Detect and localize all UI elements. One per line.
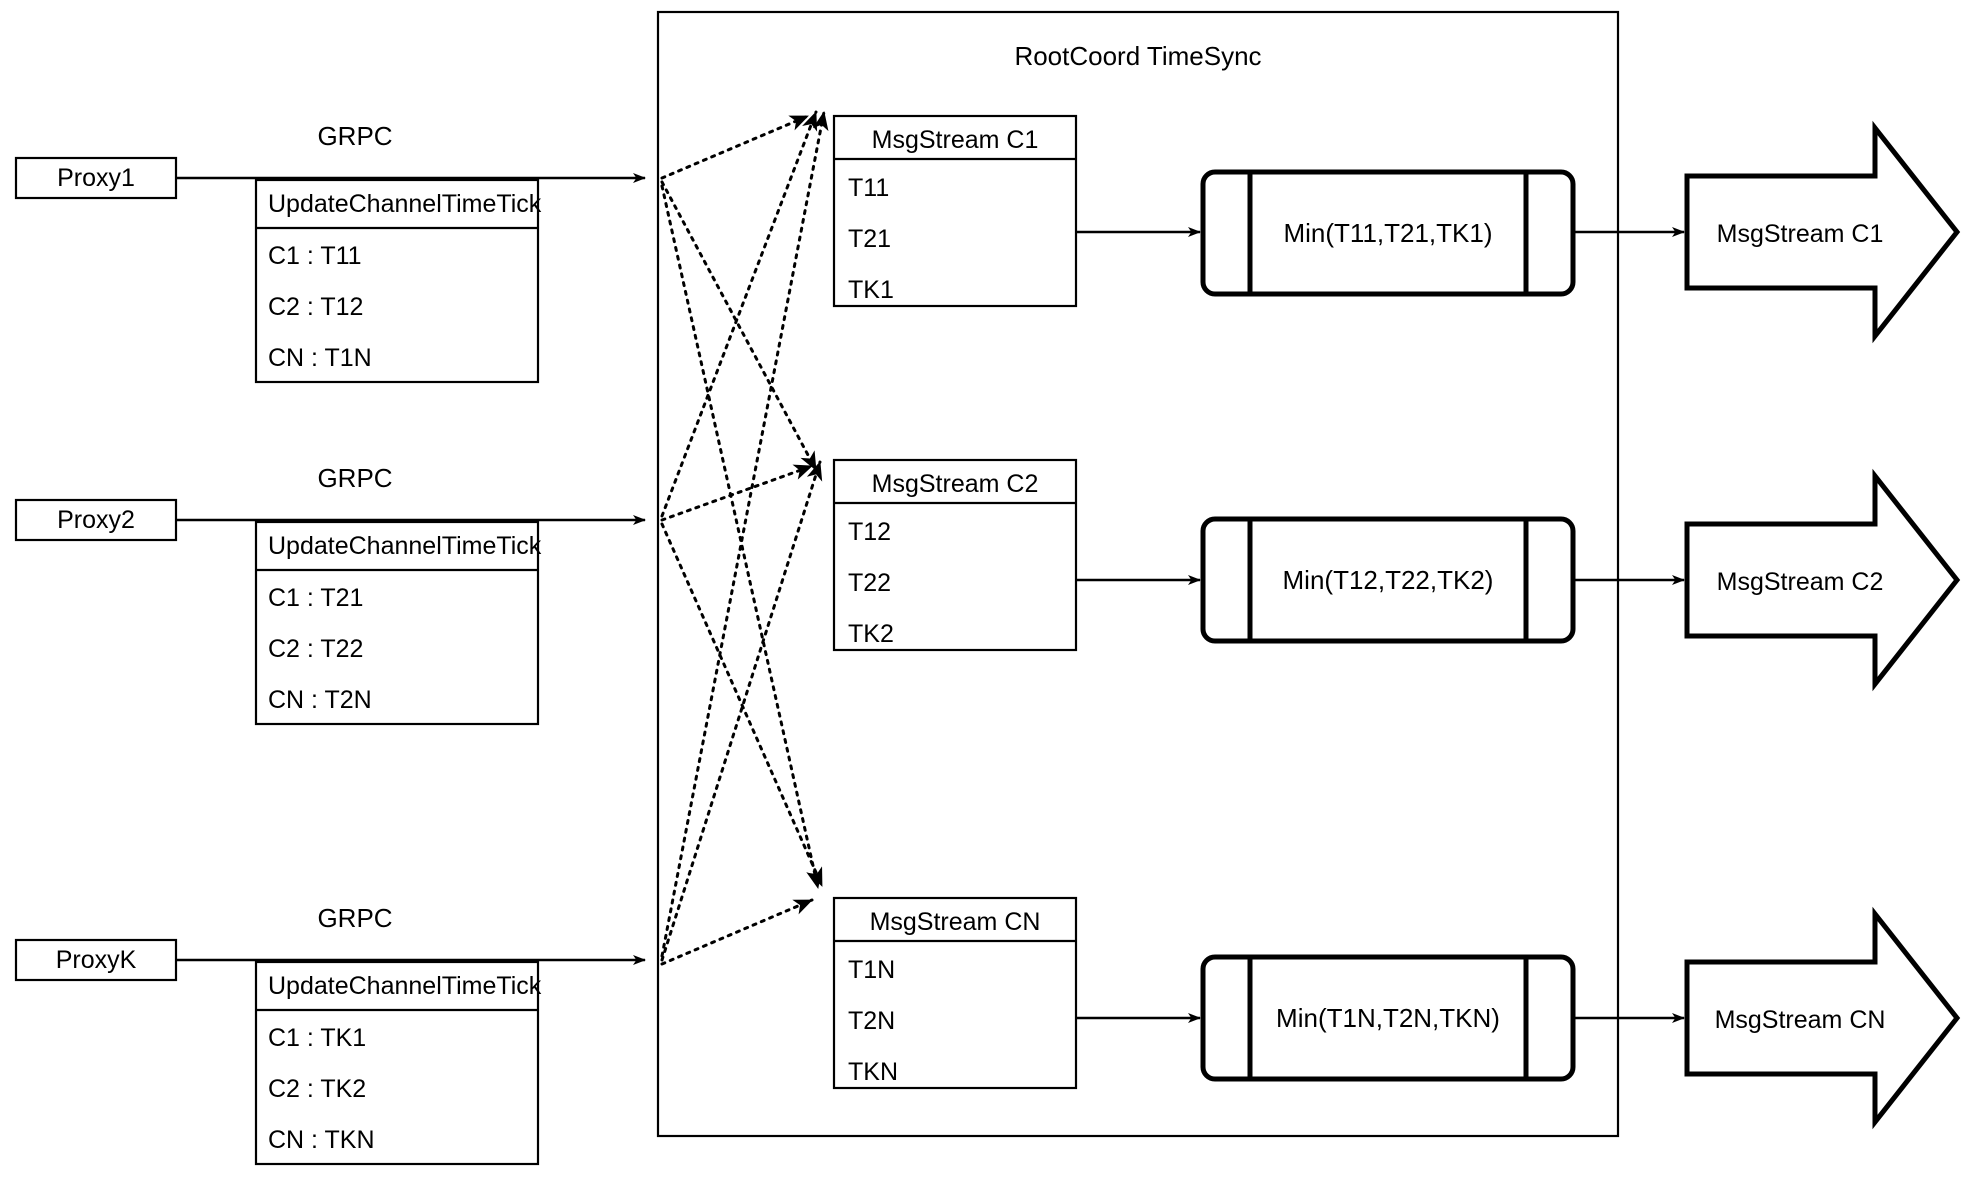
min-process-1: Min(T11,T21,TK1) <box>1200 169 1576 297</box>
proxy-label-2: Proxy2 <box>57 506 135 534</box>
output-arrow-3[interactable]: MsgStream CN <box>1684 906 1961 1130</box>
fanout-p3-c1 <box>660 110 829 958</box>
fanout-p3-cn <box>660 898 814 966</box>
proxy-group-1: Proxy1 GRPC UpdateChannelTimeTick C1 : T… <box>14 121 646 384</box>
request-header-2: UpdateChannelTimeTick <box>268 532 542 560</box>
proxy-box-1[interactable] <box>14 156 178 200</box>
update-channel-timetick-2: UpdateChannelTimeTick C1 : T21 C2 : T22 … <box>254 520 542 726</box>
channel-group-2: MsgStream C2 T12 T22 TK2 Min(T12,T22,TK2… <box>832 458 1961 692</box>
msgstream-row-3-0: T1N <box>848 956 895 984</box>
min-label-1: Min(T11,T21,TK1) <box>1283 218 1492 248</box>
min-label-2: Min(T12,T22,TK2) <box>1283 565 1494 595</box>
msgstream-box-3: MsgStream CN T1N T2N TKN <box>832 896 1078 1090</box>
request-row-1-1: C2 : T12 <box>268 293 363 321</box>
min-label-3: Min(T1N,T2N,TKN) <box>1276 1003 1500 1033</box>
min-process-2: Min(T12,T22,TK2) <box>1200 516 1576 644</box>
proxy-group-2: Proxy2 GRPC UpdateChannelTimeTick C1 : T… <box>14 463 646 726</box>
channel-group-3: MsgStream CN T1N T2N TKN Min(T1N,T2N,TKN… <box>832 896 1961 1130</box>
request-row-1-2: CN : T1N <box>268 344 372 372</box>
msgstream-box-1: MsgStream C1 T11 T21 TK1 <box>832 114 1078 308</box>
output-label-3: MsgStream CN <box>1715 1006 1886 1034</box>
proxy-group-3: ProxyK GRPC UpdateChannelTimeTick C1 : T… <box>14 903 646 1166</box>
request-row-3-2: CN : TKN <box>268 1126 375 1154</box>
update-channel-timetick-1: UpdateChannelTimeTick C1 : T11 C2 : T12 … <box>254 178 542 384</box>
channel-group-1: MsgStream C1 T11 T21 TK1 Min(T11,T21,TK1… <box>832 114 1961 344</box>
fanout-p1-cn <box>660 184 822 890</box>
fanout-p1-c2 <box>660 180 818 472</box>
msgstream-box-2: MsgStream C2 T12 T22 TK2 <box>832 458 1078 652</box>
msgstream-header-3: MsgStream CN <box>870 908 1041 936</box>
request-row-2-2: CN : T2N <box>268 686 372 714</box>
update-channel-timetick-3: UpdateChannelTimeTick C1 : TK1 C2 : TK2 … <box>254 960 542 1166</box>
grpc-label-3: GRPC <box>317 903 392 933</box>
request-row-3-1: C2 : TK2 <box>268 1075 366 1103</box>
fanout-p1-c1 <box>660 114 810 180</box>
fanout-p2-cn <box>660 522 824 888</box>
output-label-1: MsgStream C1 <box>1717 220 1884 248</box>
output-arrow-2[interactable]: MsgStream C2 <box>1684 468 1961 692</box>
msgstream-header-2: MsgStream C2 <box>872 470 1039 498</box>
container-title: RootCoord TimeSync <box>1014 41 1261 71</box>
msgstream-header-1: MsgStream C1 <box>872 126 1039 154</box>
output-arrow-1[interactable]: MsgStream C1 <box>1684 120 1961 344</box>
min-process-3: Min(T1N,T2N,TKN) <box>1200 954 1576 1082</box>
msgstream-row-1-0: T11 <box>848 174 889 202</box>
output-label-2: MsgStream C2 <box>1717 568 1884 596</box>
request-row-3-0: C1 : TK1 <box>268 1024 366 1052</box>
request-header-3: UpdateChannelTimeTick <box>268 972 542 1000</box>
msgstream-row-2-1: T22 <box>848 569 891 597</box>
msgstream-row-3-2: TKN <box>848 1058 898 1086</box>
msgstream-row-2-2: TK2 <box>848 620 894 648</box>
request-row-2-1: C2 : T22 <box>268 635 363 663</box>
proxy-label-1: Proxy1 <box>57 164 135 192</box>
fanout-p2-c2 <box>660 464 814 522</box>
grpc-label-1: GRPC <box>317 121 392 151</box>
fanout-p2-c1 <box>660 110 818 518</box>
grpc-label-2: GRPC <box>317 463 392 493</box>
msgstream-row-1-1: T21 <box>848 225 891 253</box>
timetick-fanout-links <box>660 110 829 966</box>
msgstream-row-2-0: T12 <box>848 518 891 546</box>
request-row-2-0: C1 : T21 <box>268 584 363 612</box>
fanout-p3-c2 <box>660 460 823 962</box>
proxy-box-3[interactable] <box>14 938 178 982</box>
msgstream-row-1-2: TK1 <box>848 276 894 304</box>
proxy-label-3: ProxyK <box>56 946 137 974</box>
msgstream-row-3-1: T2N <box>848 1007 895 1035</box>
request-row-1-0: C1 : T11 <box>268 242 362 270</box>
request-header-1: UpdateChannelTimeTick <box>268 190 542 218</box>
